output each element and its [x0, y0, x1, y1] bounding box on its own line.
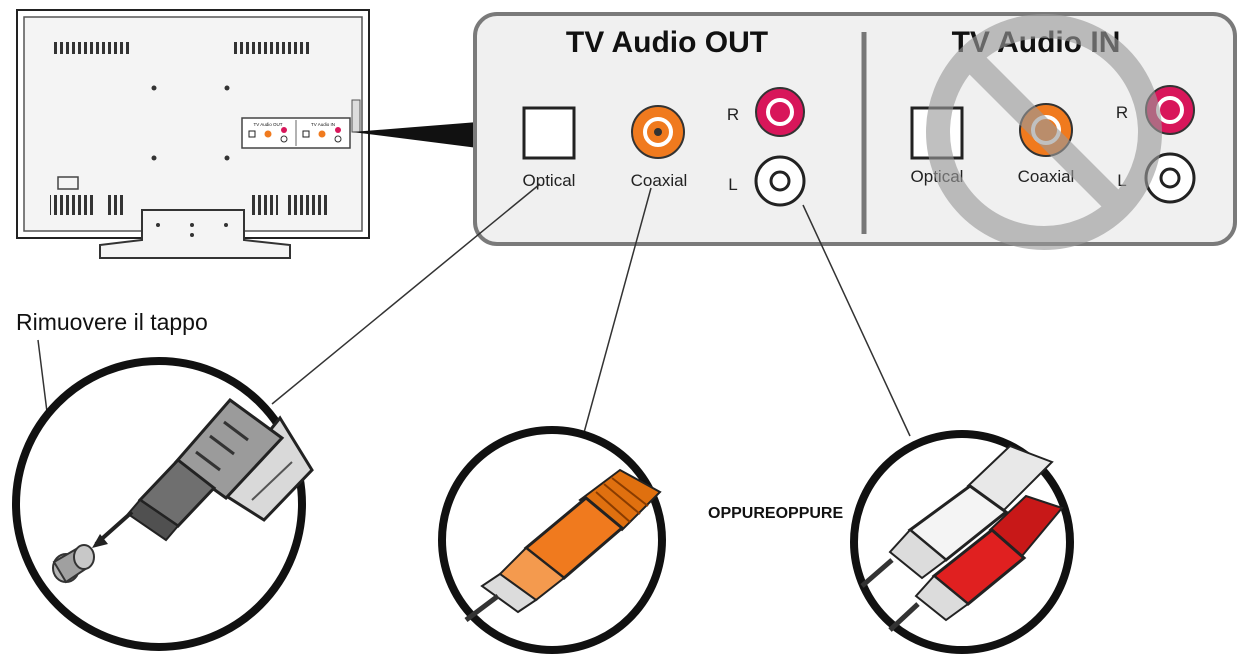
optical-plug-icon	[126, 397, 314, 542]
optical-cap-icon	[52, 544, 95, 584]
coaxial-plug-icon	[464, 468, 662, 622]
out-left-label: L	[728, 175, 737, 194]
prohibited-icon	[926, 14, 1162, 250]
rca-plug-pair-icon	[860, 444, 1064, 632]
or-label: OPPUREOPPURE	[708, 505, 843, 522]
in-left-label: L	[1117, 171, 1126, 190]
coaxial-in-label: Coaxial	[1018, 167, 1075, 186]
in-right-label: R	[1116, 103, 1128, 122]
rca-plugs-detail	[850, 430, 1074, 654]
coaxial-plug-detail	[438, 426, 666, 654]
audio-out-title: TV Audio OUT	[566, 26, 768, 59]
connector-panel: TV Audio OUT Optical Coaxial R L TV Audi…	[473, 12, 1237, 250]
out-right-label: R	[727, 105, 739, 124]
coaxial-out-label: Coaxial	[631, 171, 688, 190]
mini-in-title: TV Audio IN	[311, 122, 335, 127]
mini-out-title: TV Audio OUT	[253, 122, 282, 127]
tv-back-icon: TV Audio OUT TV Audio IN	[16, 9, 370, 259]
optical-out-port	[522, 106, 576, 160]
zoom-callout-pointer	[352, 122, 478, 148]
remove-cap-instruction: Rimuovere il tappo	[16, 309, 208, 335]
optical-plug-detail	[12, 357, 314, 651]
optical-out-label: Optical	[523, 171, 576, 190]
